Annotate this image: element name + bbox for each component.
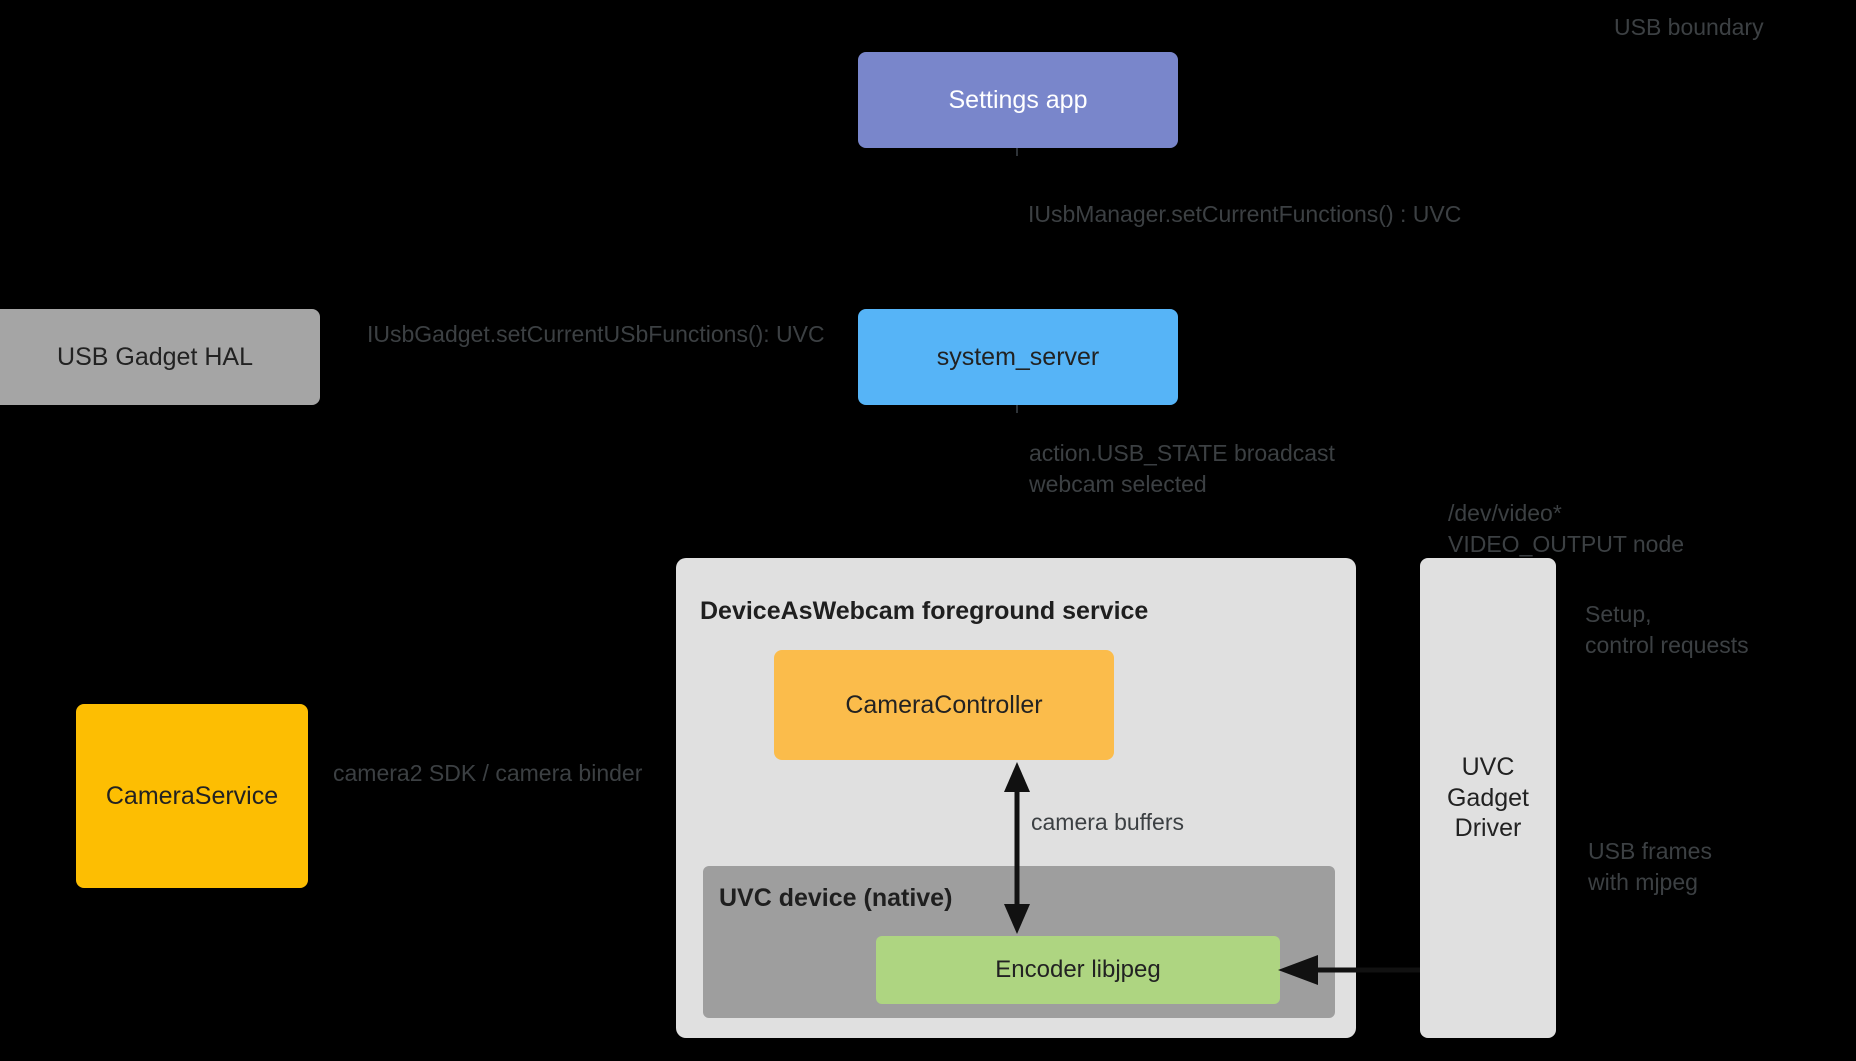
edge-label-camera-buffers: camera buffers <box>1031 809 1184 835</box>
node-system-server[interactable]: system_server <box>858 309 1178 405</box>
arrow-camera-buffers <box>1000 762 1034 934</box>
connector-settings-to-system-server <box>1016 148 1018 156</box>
edge-label-set-current-usb-functions: IUsbGadget.setCurrentUSbFunctions(): UVC <box>367 321 825 347</box>
arrow-usb-frames-svg <box>1278 955 1420 985</box>
edge-label-usb-boundary: USB boundary <box>1614 14 1764 40</box>
edge-label-setup-control-requests: Setup, control requests <box>1585 601 1749 658</box>
node-encoder-libjpeg-label: Encoder libjpeg <box>995 956 1161 984</box>
node-usb-gadget-hal-label: USB Gadget HAL <box>57 342 253 371</box>
node-usb-gadget-hal[interactable]: USB Gadget HAL <box>0 309 320 405</box>
node-system-server-label: system_server <box>936 342 1100 371</box>
edge-label-camera2-sdk: camera2 SDK / camera binder <box>333 760 643 786</box>
edge-label-dev-video-node: /dev/video* VIDEO_OUTPUT node <box>1448 500 1685 557</box>
edge-label-set-current-functions: IUsbManager.setCurrentFunctions() : UVC <box>1028 201 1462 227</box>
node-camera-controller[interactable]: CameraController <box>774 650 1114 760</box>
edge-label-usb-state-broadcast: action.USB_STATE broadcast webcam select… <box>1029 440 1335 497</box>
node-uvc-device-native-title: UVC device (native) <box>719 884 953 912</box>
arrow-camera-buffers-svg <box>1004 762 1030 934</box>
connector-system-server-down <box>1016 405 1018 413</box>
node-uvc-gadget-driver[interactable]: UVC Gadget Driver <box>1420 558 1556 1038</box>
node-camera-controller-label: CameraController <box>845 690 1043 719</box>
node-camera-service-label: CameraService <box>105 781 279 810</box>
node-uvc-gadget-driver-label: UVC Gadget Driver <box>1446 753 1529 843</box>
node-camera-service[interactable]: CameraService <box>76 704 308 888</box>
arrow-head-left <box>1278 955 1318 985</box>
edge-label-usb-frames-mjpeg: USB frames with mjpeg <box>1588 838 1712 895</box>
arrow-usb-frames-to-encoder <box>1278 955 1420 985</box>
node-encoder-libjpeg[interactable]: Encoder libjpeg <box>876 936 1280 1004</box>
node-settings-app-label: Settings app <box>948 85 1088 114</box>
arrow-head-down <box>1004 904 1030 934</box>
node-deviceaswebcam-service-title: DeviceAsWebcam foreground service <box>700 597 1149 625</box>
arrow-head-up <box>1004 762 1030 792</box>
node-settings-app[interactable]: Settings app <box>858 52 1178 148</box>
